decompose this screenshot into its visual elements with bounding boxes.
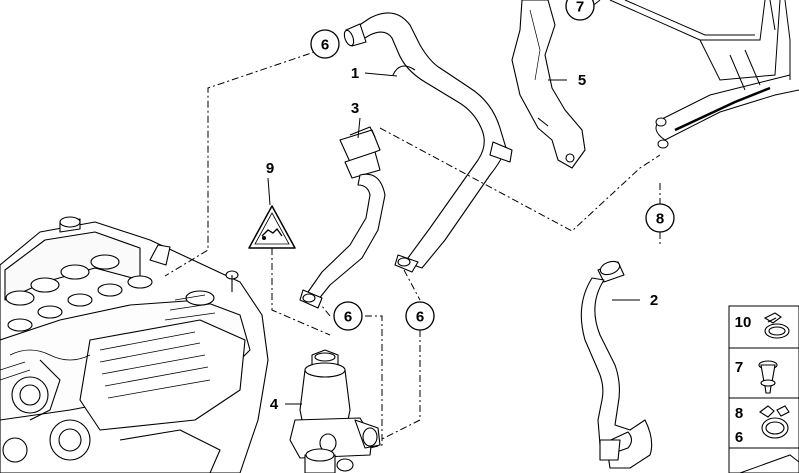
engine-block-icon	[0, 216, 269, 473]
hose-clamp-icon	[763, 312, 790, 339]
label-part-3: 3	[351, 100, 359, 117]
plastic-clip-icon	[758, 360, 778, 394]
leader-lines	[267, 72, 640, 405]
legend-num-8: 8	[735, 405, 743, 422]
legend-num-6: 6	[735, 429, 743, 446]
legend-num-10: 10	[735, 314, 752, 331]
label-part-2: 2	[650, 292, 658, 309]
legend-panel: 10 7 8 6	[728, 305, 799, 473]
label-part-4: 4	[270, 396, 279, 413]
svg-text:6: 6	[321, 37, 329, 54]
spring-clamp-icon	[759, 405, 790, 439]
hose-part-3	[299, 126, 386, 309]
hose-part-2	[580, 260, 653, 469]
legend-num-7: 7	[735, 359, 743, 376]
svg-text:6: 6	[416, 309, 424, 326]
bracket-part-5	[511, 0, 586, 169]
warning-triangle-icon	[248, 205, 296, 249]
hose-part-1	[343, 12, 513, 273]
label-part-9: 9	[266, 160, 274, 177]
label-part-5: 5	[578, 72, 586, 89]
callout-8-right: 8	[645, 203, 675, 233]
pump-part-4	[289, 349, 381, 473]
heater-pipe-frame	[609, 0, 799, 149]
callout-6-lower-right: 6	[405, 301, 435, 331]
svg-text:8: 8	[656, 211, 664, 228]
label-part-1: 1	[351, 65, 359, 82]
callout-7-top: 7	[565, 0, 595, 21]
legend-bottom-wedge	[739, 454, 799, 473]
callout-6-top: 6	[310, 29, 340, 59]
callout-6-lower-left: 6	[333, 301, 363, 331]
svg-text:7: 7	[576, 0, 584, 16]
svg-text:6: 6	[344, 309, 352, 326]
